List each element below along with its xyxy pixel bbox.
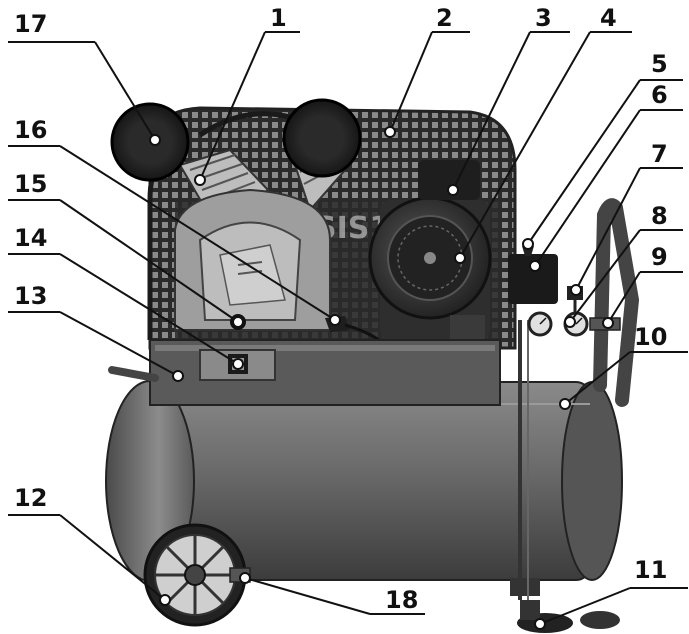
- callout-label-3: 3: [535, 4, 552, 32]
- outlet-manifold: [508, 246, 621, 600]
- callout-4: 4: [454, 4, 632, 264]
- electric-motor: [368, 196, 492, 340]
- callout-label-15: 15: [14, 170, 47, 198]
- callout-label-9: 9: [651, 243, 668, 271]
- callout-label-14: 14: [14, 224, 47, 252]
- callout-10: 10: [559, 323, 688, 410]
- compressor-pump: [147, 111, 397, 356]
- callout-label-8: 8: [651, 202, 668, 230]
- callout-9: 9: [602, 243, 683, 329]
- callout-label-11: 11: [634, 556, 667, 584]
- pressure-switch-cover: [418, 160, 480, 200]
- callout-14: 14: [8, 224, 244, 370]
- callout-label-13: 13: [14, 282, 47, 310]
- callout-label-10: 10: [634, 323, 667, 351]
- callout-11: 11: [534, 556, 688, 630]
- control-panel-box: [149, 339, 501, 406]
- callout-13: 13: [8, 282, 184, 382]
- callout-12: 12: [8, 484, 171, 606]
- callout-layer: 17 1 2 3 4: [8, 4, 688, 630]
- callout-label-12: 12: [14, 484, 47, 512]
- callout-2: 2: [384, 4, 470, 138]
- callout-8: 8: [564, 202, 683, 328]
- callout-15: 15: [8, 170, 244, 328]
- callout-label-1: 1: [270, 4, 287, 32]
- callout-6: 6: [529, 81, 683, 272]
- callout-label-7: 7: [651, 140, 668, 168]
- callout-17: 17: [8, 10, 161, 146]
- rubber-foot: [517, 600, 620, 633]
- callout-label-2: 2: [436, 4, 453, 32]
- callout-16: 16: [8, 116, 341, 326]
- callout-label-5: 5: [651, 50, 668, 78]
- callout-label-4: 4: [600, 4, 617, 32]
- callout-3: 3: [447, 4, 570, 196]
- tank-side-handle: [108, 366, 159, 382]
- transport-handle: [593, 198, 640, 407]
- callout-7: 7: [570, 140, 683, 296]
- callout-label-17: 17: [14, 10, 47, 38]
- callout-5: 5: [522, 50, 683, 250]
- callout-18: 18: [239, 572, 425, 615]
- callout-label-16: 16: [14, 116, 47, 144]
- callout-label-6: 6: [651, 81, 668, 109]
- callout-label-18: 18: [385, 586, 418, 614]
- callout-1: 1: [194, 4, 300, 186]
